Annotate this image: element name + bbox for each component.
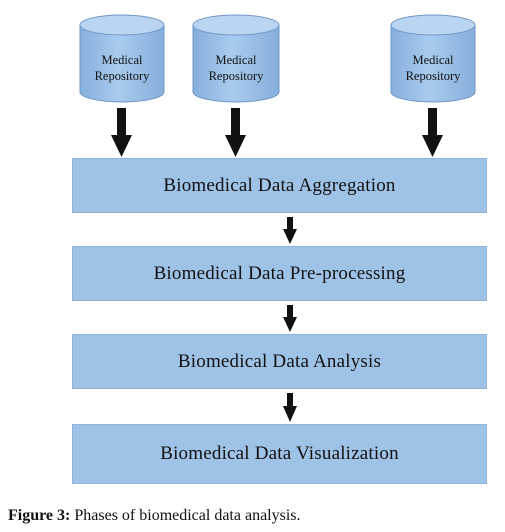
repository-cylinder-3: Medical Repository [390,14,476,103]
repository-label-line2: Repository [406,69,462,83]
figure-caption-text: Phases of biomedical data analysis. [70,507,301,524]
arrow-repo-3 [422,108,443,157]
arrow-repo-1 [111,108,132,157]
arrow-stage-2-3 [283,305,297,332]
repository-cylinder-1: Medical Repository [79,14,165,103]
stage-analysis: Biomedical Data Analysis [72,334,487,389]
stage-visualization: Biomedical Data Visualization [72,424,487,484]
arrow-stage-1-2 [283,217,297,244]
stage-pre-processing: Biomedical Data Pre-processing [72,246,487,301]
repository-label-line1: Medical [102,53,143,67]
repository-label-line2: Repository [209,69,265,83]
arrow-repo-2 [225,108,246,157]
repository-cylinder-2: Medical Repository [192,14,280,103]
figure-caption: Figure 3: Phases of biomedical data anal… [8,507,301,525]
stage-aggregation: Biomedical Data Aggregation [72,158,487,213]
arrow-stage-3-4 [283,393,297,422]
repository-label-line1: Medical [413,53,454,67]
repository-label-line2: Repository [95,69,151,83]
repository-label-line1: Medical [216,53,257,67]
figure-caption-label: Figure 3: [8,507,71,524]
